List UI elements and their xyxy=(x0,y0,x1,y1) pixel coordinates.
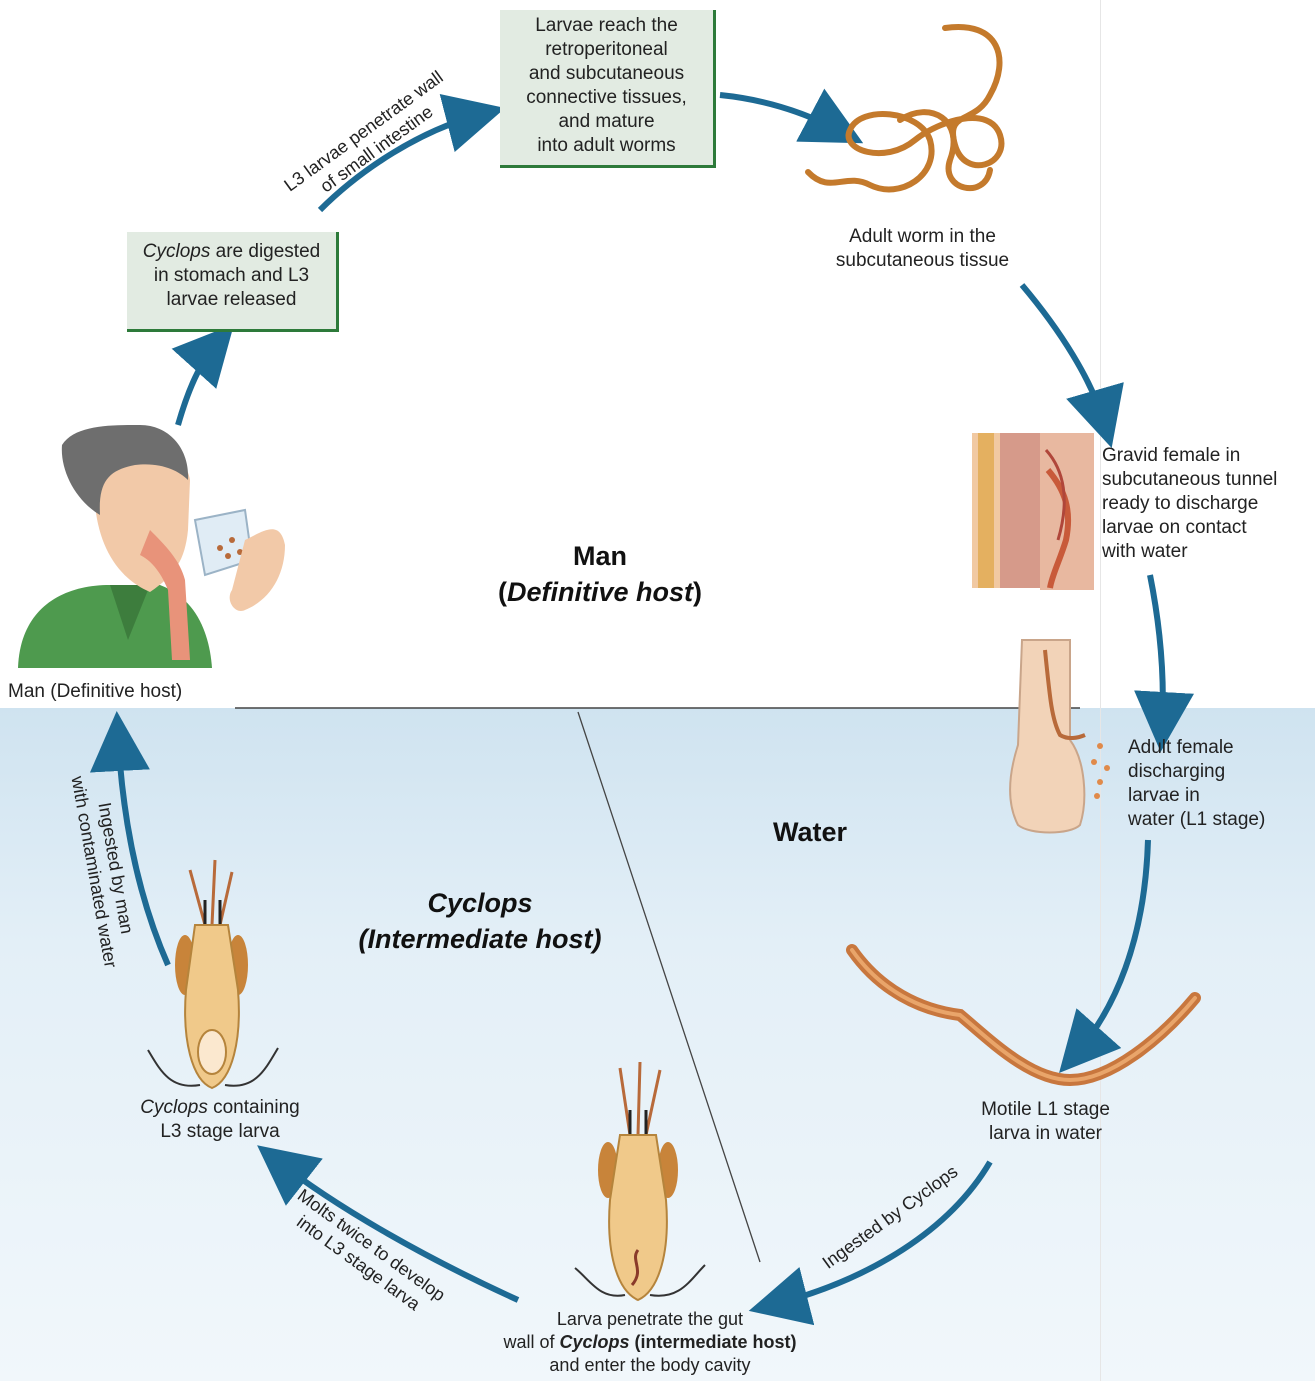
arrow-to-digested xyxy=(178,342,218,425)
label-adult-female-discharging: Adult female discharging larvae in water… xyxy=(1128,736,1308,832)
label-man-host: Man (Definitive host) xyxy=(8,680,238,704)
region-subtitle-italic: Definitive host xyxy=(507,577,693,607)
region-title-line: Water xyxy=(730,814,890,850)
box-larvae-reach-tissues: Larvae reach the retroperitoneal and sub… xyxy=(500,10,716,168)
label-line: and enter the body cavity xyxy=(440,1354,860,1377)
label-line: larvae on contact xyxy=(1102,516,1302,540)
label-line: Gravid female in xyxy=(1102,444,1302,468)
region-title-man: Man (Definitive host) xyxy=(430,538,770,610)
label-line: Adult female xyxy=(1128,736,1308,760)
box-line: and subcutaneous xyxy=(506,62,707,86)
label-line: water (L1 stage) xyxy=(1128,808,1308,832)
skin-tunnel-icon xyxy=(972,433,1094,590)
label-line: wall of xyxy=(503,1332,559,1352)
label-line: Larva penetrate the gut xyxy=(440,1308,860,1331)
box-line: and mature xyxy=(506,110,707,134)
region-title-cyclops: Cyclops (Intermediate host) xyxy=(300,885,660,957)
cyclops-icon xyxy=(575,1062,705,1300)
label-line: larva in water xyxy=(958,1122,1133,1146)
box-cyclops-digested: Cyclops are digested in stomach and L3 l… xyxy=(127,232,339,332)
label-adult-worm: Adult worm in the subcutaneous tissue xyxy=(810,225,1035,273)
region-title-line: Man xyxy=(430,538,770,574)
label-line: containing xyxy=(208,1097,300,1118)
label-line-italic: Cyclops xyxy=(559,1332,629,1352)
label-line: with water xyxy=(1102,540,1302,564)
label-gravid-female: Gravid female in subcutaneous tunnel rea… xyxy=(1102,444,1302,564)
arrow-to-adult-worm xyxy=(720,95,842,132)
box-line: are digested xyxy=(210,241,320,262)
label-larva-penetrate: Larva penetrate the gut wall of Cyclops … xyxy=(440,1308,860,1377)
label-line-bold: (intermediate host) xyxy=(630,1332,797,1352)
label-line: Man (Definitive host) xyxy=(8,680,238,704)
label-line: discharging xyxy=(1128,760,1308,784)
foot-icon xyxy=(1010,640,1110,833)
label-line: Motile L1 stage xyxy=(958,1098,1133,1122)
cyclops-with-larva-icon xyxy=(148,860,278,1088)
label-line: subcutaneous tunnel xyxy=(1102,468,1302,492)
region-title-water: Water xyxy=(730,814,890,850)
label-cyclops-containing: Cyclops containing L3 stage larva xyxy=(120,1096,320,1144)
label-line: Adult worm in the xyxy=(810,225,1035,249)
label-motile-larva: Motile L1 stage larva in water xyxy=(958,1098,1133,1146)
label-line: larvae in xyxy=(1128,784,1308,808)
region-subtitle-line: (Intermediate host) xyxy=(300,921,660,957)
region-title-line: Cyclops xyxy=(300,885,660,921)
box-line: in stomach and L3 xyxy=(133,264,330,288)
l1-larva-icon xyxy=(852,950,1195,1080)
label-line-italic: Cyclops xyxy=(140,1097,208,1118)
box-line: retroperitoneal xyxy=(506,38,707,62)
box-line: into adult worms xyxy=(506,134,707,158)
arrow-to-discharging xyxy=(1150,575,1163,728)
label-line: ready to discharge xyxy=(1102,492,1302,516)
box-line: connective tissues, xyxy=(506,86,707,110)
box-line: larvae released xyxy=(133,288,330,312)
arrow-to-motile-larva xyxy=(1075,840,1148,1055)
label-line: subcutaneous tissue xyxy=(810,249,1035,273)
label-line: L3 stage larva xyxy=(120,1120,320,1144)
arrow-to-gravid-female xyxy=(1022,285,1105,425)
man-drinking-icon xyxy=(18,425,285,668)
box-line: Larvae reach the xyxy=(506,14,707,38)
box-line-italic: Cyclops xyxy=(143,241,211,262)
adult-worm-icon xyxy=(808,27,1001,189)
